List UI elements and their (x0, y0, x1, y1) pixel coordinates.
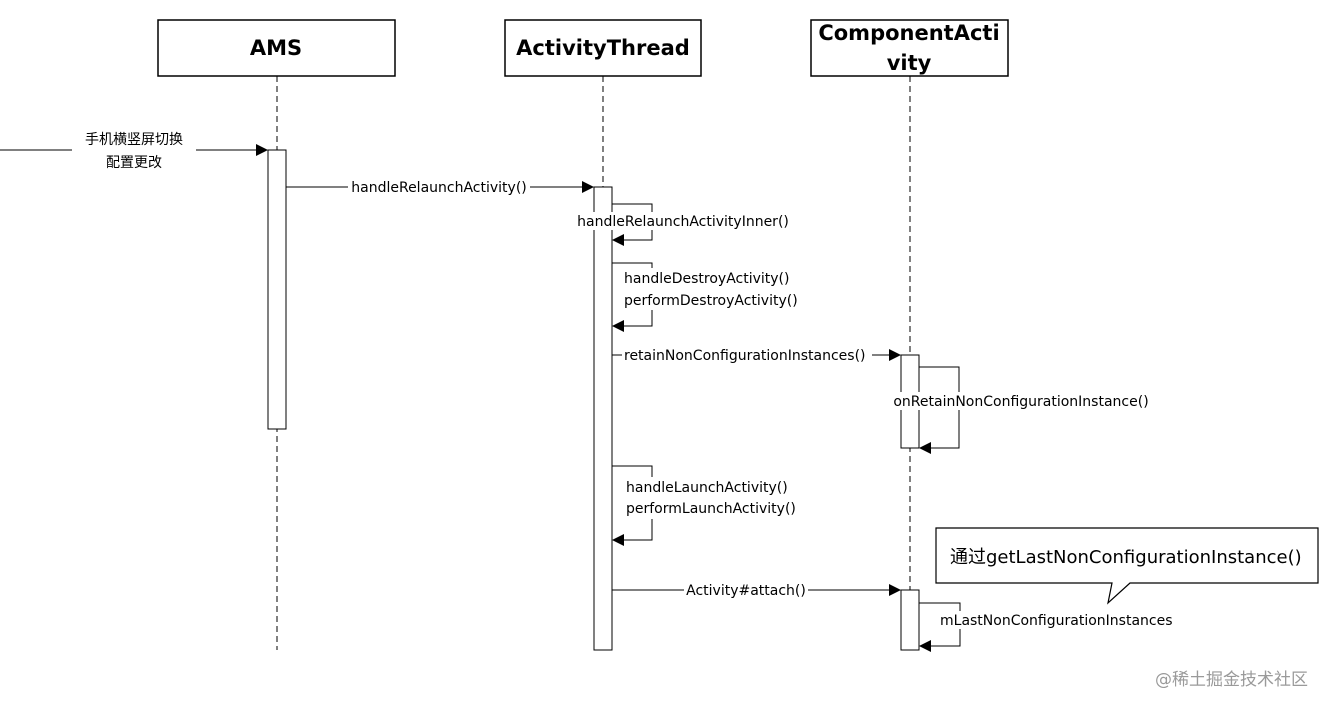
watermark: @稀土掘金技术社区 (1155, 670, 1308, 690)
participant-activity-thread-label: ActivityThread (516, 36, 690, 60)
message-on-retain-nonconfig-label: onRetainNonConfigurationInstance() (893, 394, 1148, 410)
message-trigger-label-line1: 手机横竖屏切换 (85, 131, 183, 148)
message-retain-nonconfig-label: retainNonConfigurationInstances() (624, 348, 866, 364)
message-destroy: handleDestroyActivity() performDestroyAc… (612, 262, 806, 332)
message-m-last-nonconfig: mLastNonConfigurationInstances (919, 602, 1182, 652)
message-handle-relaunch-inner-label: handleRelaunchActivityInner() (577, 214, 789, 230)
message-launch: handleLaunchActivity() performLaunchActi… (612, 465, 804, 546)
message-handle-relaunch: handleRelaunchActivity() (286, 178, 594, 196)
message-trigger: 手机横竖屏切换 配置更改 (0, 128, 268, 174)
participant-ams-label: AMS (250, 36, 302, 60)
activation-ams (267, 149, 287, 430)
participant-component-activity-label-line1: ComponentActi (818, 21, 999, 45)
activation-component-activity-attach (900, 589, 920, 651)
message-retain-nonconfig: retainNonConfigurationInstances() (612, 346, 901, 364)
callout-note-text: 通过getLastNonConfigurationInstance() (950, 547, 1302, 568)
message-handle-launch-label: handleLaunchActivity() (626, 480, 788, 496)
callout-note: 通过getLastNonConfigurationInstance() (935, 527, 1319, 605)
message-handle-relaunch-label: handleRelaunchActivity() (351, 180, 527, 196)
message-handle-relaunch-inner: handleRelaunchActivityInner() (574, 203, 794, 246)
message-m-last-nonconfig-label: mLastNonConfigurationInstances (940, 613, 1173, 629)
message-on-retain-nonconfig: onRetainNonConfigurationInstance() (888, 366, 1156, 454)
message-trigger-label-line2: 配置更改 (106, 155, 162, 171)
participant-ams: AMS (157, 19, 396, 77)
message-activity-attach: Activity#attach() (612, 581, 901, 599)
participant-component-activity-label-line2: vity (887, 51, 932, 75)
message-handle-destroy-label: handleDestroyActivity() (624, 271, 789, 287)
message-perform-destroy-label: performDestroyActivity() (624, 293, 798, 309)
message-activity-attach-label: Activity#attach() (686, 583, 806, 599)
message-perform-launch-label: performLaunchActivity() (626, 501, 796, 517)
participant-activity-thread: ActivityThread (504, 19, 702, 77)
participant-component-activity: ComponentActi vity (810, 19, 1009, 77)
activation-activity-thread (593, 186, 613, 651)
